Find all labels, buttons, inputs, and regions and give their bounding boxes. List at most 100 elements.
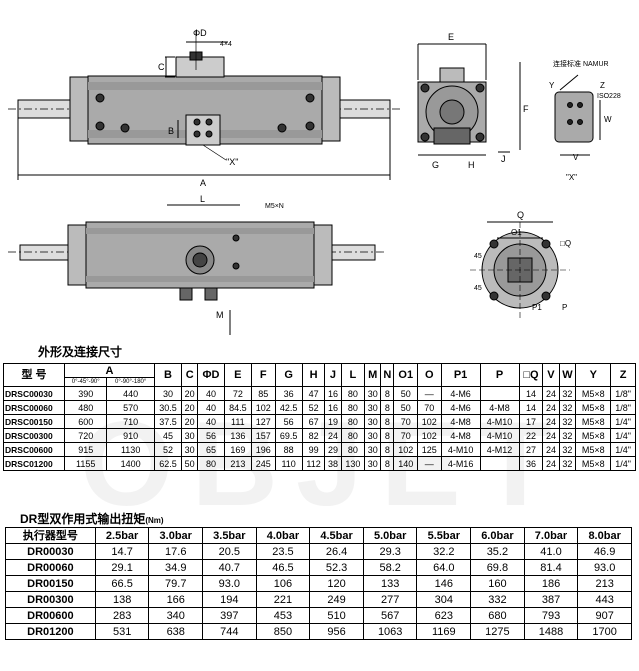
label-angle-1: 45 bbox=[474, 253, 482, 260]
value-cell: 186 bbox=[523, 575, 579, 592]
value-cell: M5×8 bbox=[575, 414, 612, 429]
value-cell: 50 bbox=[393, 386, 419, 401]
value-cell: 50 bbox=[181, 456, 199, 471]
value-cell: 32 bbox=[558, 428, 577, 443]
value-cell: 8 bbox=[380, 428, 395, 443]
column-header: W bbox=[558, 363, 577, 387]
value-cell: 62.5 bbox=[153, 456, 183, 471]
value-cell: 720 bbox=[63, 428, 108, 443]
value-cell: 47 bbox=[301, 386, 326, 401]
value-cell: 390 bbox=[63, 386, 108, 401]
column-header: ΦD bbox=[197, 363, 225, 387]
label-o1: O1 bbox=[511, 228, 522, 237]
value-cell: 1/4" bbox=[610, 428, 636, 443]
value-cell: 8 bbox=[380, 400, 395, 415]
pressure-header: 4.5bar bbox=[309, 527, 364, 544]
value-cell: 638 bbox=[148, 623, 204, 640]
column-header: A bbox=[64, 363, 155, 378]
value-cell: 67 bbox=[301, 414, 326, 429]
label-a: A bbox=[200, 178, 206, 188]
end-view bbox=[417, 43, 521, 156]
value-cell: 29.1 bbox=[94, 559, 150, 576]
label-4x4: 4×4 bbox=[220, 41, 232, 48]
pressure-header: 5.0bar bbox=[362, 527, 418, 544]
value-cell: 80 bbox=[340, 386, 366, 401]
pressure-header: 5.5bar bbox=[416, 527, 472, 544]
value-cell: 907 bbox=[577, 607, 632, 624]
value-cell: 245 bbox=[250, 456, 276, 471]
pressure-header: 3.0bar bbox=[148, 527, 204, 544]
value-cell: M5×8 bbox=[575, 386, 612, 401]
value-cell: 36 bbox=[274, 386, 303, 401]
value-cell: 30 bbox=[364, 414, 382, 429]
value-cell: 40.7 bbox=[202, 559, 257, 576]
value-cell: 850 bbox=[255, 623, 311, 640]
value-cell: 69.5 bbox=[274, 428, 303, 443]
label-l: L bbox=[200, 194, 205, 204]
value-cell: 72 bbox=[223, 386, 252, 401]
label-e: E bbox=[448, 32, 454, 42]
value-cell: 166 bbox=[148, 591, 204, 608]
value-cell: 110 bbox=[274, 456, 303, 471]
label-c: C bbox=[158, 62, 165, 72]
flange-view bbox=[470, 221, 570, 318]
value-cell: 84.5 bbox=[223, 400, 252, 415]
value-cell: 24 bbox=[324, 428, 342, 443]
value-cell: 82 bbox=[301, 428, 326, 443]
value-cell: 56 bbox=[274, 414, 303, 429]
column-header: J bbox=[324, 363, 342, 387]
value-cell: 397 bbox=[202, 607, 257, 624]
label-z: Z bbox=[600, 81, 605, 90]
value-cell: 4-M16 bbox=[440, 456, 481, 471]
value-cell: 1488 bbox=[523, 623, 579, 640]
value-cell: 4-M10 bbox=[479, 428, 520, 443]
value-cell: 111 bbox=[223, 414, 252, 429]
value-cell: 37.5 bbox=[153, 414, 183, 429]
value-cell: 106 bbox=[255, 575, 311, 592]
value-cell: 136 bbox=[223, 428, 252, 443]
value-cell bbox=[479, 386, 520, 401]
value-cell: 440 bbox=[106, 386, 155, 401]
model-cell: DR00030 bbox=[5, 543, 96, 560]
value-cell: 22 bbox=[518, 428, 544, 443]
value-cell: 20 bbox=[181, 400, 199, 415]
value-cell: 93.0 bbox=[577, 559, 632, 576]
value-cell: 30 bbox=[364, 428, 382, 443]
value-cell: 304 bbox=[416, 591, 472, 608]
value-cell: 30 bbox=[364, 400, 382, 415]
value-cell: 70 bbox=[393, 414, 419, 429]
column-header: E bbox=[223, 363, 252, 387]
label-q: Q bbox=[517, 210, 524, 220]
value-cell: 64.0 bbox=[416, 559, 472, 576]
value-cell: 88 bbox=[274, 442, 303, 457]
torque-model-header: 执行器型号 bbox=[5, 527, 96, 544]
value-cell: 66.5 bbox=[94, 575, 150, 592]
value-cell: 80 bbox=[340, 400, 366, 415]
value-cell: 42.5 bbox=[274, 400, 303, 415]
value-cell: 40 bbox=[197, 386, 225, 401]
spec-title: 外形及连接尺寸 bbox=[38, 345, 123, 359]
column-header: G bbox=[274, 363, 303, 387]
value-cell: 127 bbox=[250, 414, 276, 429]
value-cell: 221 bbox=[255, 591, 311, 608]
value-cell: 16 bbox=[324, 386, 342, 401]
label-phi-d: ΦD bbox=[193, 28, 207, 38]
value-cell: 58.2 bbox=[362, 559, 418, 576]
column-header: P bbox=[479, 363, 520, 387]
label-w: W bbox=[604, 115, 612, 124]
model-cell: DRSC00150 bbox=[3, 414, 65, 429]
label-b: B bbox=[168, 126, 174, 136]
value-cell: 4-M6 bbox=[440, 400, 481, 415]
value-cell: 24 bbox=[542, 456, 560, 471]
value-cell: 46.5 bbox=[255, 559, 311, 576]
model-header: 型 号 bbox=[3, 363, 65, 387]
value-cell: 70 bbox=[393, 428, 419, 443]
